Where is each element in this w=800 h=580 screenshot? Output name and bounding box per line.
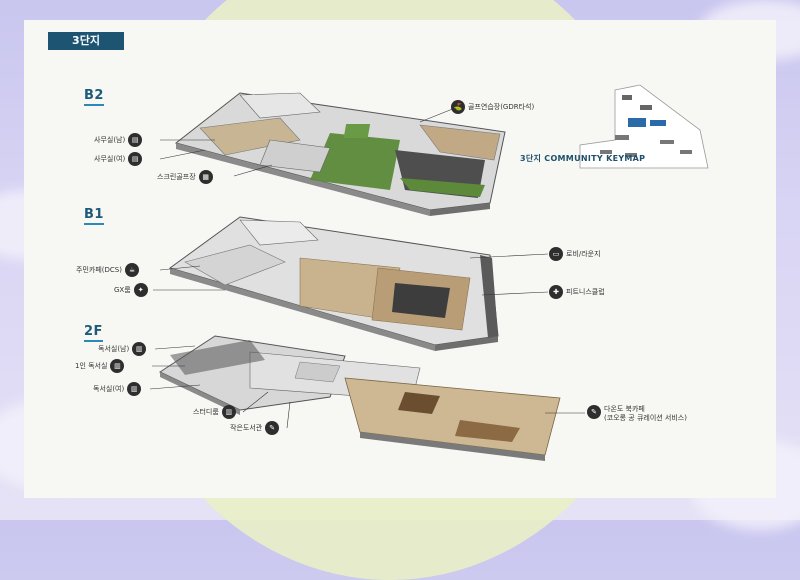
callout-study-room: 스터디룸 ▥: [193, 405, 239, 419]
office-icon: ▤: [128, 152, 143, 166]
callout-study-room-label: 스터디룸: [193, 408, 219, 416]
callout-office-m-label: 사무실(남): [94, 136, 126, 144]
callout-study-f: 독서실(여) ▥: [93, 382, 144, 396]
callout-cafe-label: 주민카페(DCS): [76, 266, 122, 274]
callout-study-m-label: 독서실(남): [98, 345, 130, 353]
cafe-icon: ☕: [124, 263, 139, 277]
callout-screen-golf-label: 스크린골프장: [157, 173, 196, 181]
floor-b2: [174, 92, 506, 216]
callout-office-m: 사무실(남) ▤: [94, 133, 145, 147]
callout-single-study: 1인 독서실 ▥: [75, 359, 127, 373]
callout-office-f: 사무실(여) ▤: [94, 152, 145, 166]
callout-book-cafe-label: 다온도 북카페: [604, 405, 645, 413]
book-icon: ✎: [587, 405, 601, 419]
callout-gx-label: GX룸: [114, 286, 131, 294]
office-icon: ▤: [128, 133, 143, 147]
floor-b1: [168, 216, 499, 351]
callout-book-cafe-text: 다온도 북카페 (코오롱 공 큐레이션 서비스): [604, 405, 687, 423]
complex-tag: 3단지: [48, 32, 124, 50]
gx-icon: ✦: [133, 283, 148, 297]
floor-2f: [158, 335, 561, 461]
callout-small-library: 작은도서관 ✎: [230, 421, 282, 435]
callout-single-study-label: 1인 독서실: [75, 362, 108, 370]
callout-office-f-label: 사무실(여): [94, 155, 126, 163]
callout-lounge-label: 로비/라운지: [566, 250, 601, 258]
callout-fitness-label: 피트니스클럽: [566, 288, 605, 296]
callout-lounge: ▭ 로비/라운지: [546, 247, 601, 261]
callout-small-library-label: 작은도서관: [230, 424, 263, 432]
fitness-icon: ✚: [549, 285, 563, 299]
callout-study-f-label: 독서실(여): [93, 385, 125, 393]
callout-fitness: ✚ 피트니스클럽: [546, 285, 605, 299]
study-icon: ▥: [132, 342, 147, 356]
callout-study-m: 독서실(남) ▥: [98, 342, 149, 356]
lounge-icon: ▭: [549, 247, 563, 261]
level-label-b2: B2: [84, 88, 104, 106]
callout-book-cafe-sublabel: (코오롱 공 큐레이션 서비스): [604, 414, 687, 422]
study-icon: ▥: [127, 382, 142, 396]
level-label-b1: B1: [84, 207, 104, 225]
study-icon: ▥: [221, 405, 236, 419]
floorplan-drawing: [149, 84, 709, 461]
level-label-2f: 2F: [84, 324, 103, 342]
callout-screen-golf: 스크린골프장 ▦: [157, 170, 216, 184]
callout-book-cafe: ✎ 다온도 북카페 (코오롱 공 큐레이션 서비스): [584, 405, 687, 423]
keymap-title: 3단지 COMMUNITY KEYMAP: [520, 154, 646, 163]
keymap-site-plan: [579, 84, 709, 169]
leader-lines: [149, 107, 585, 429]
golf-icon: ⛳: [451, 100, 465, 114]
callout-golf: ⛳ 골프연습장(GDR타석): [448, 100, 534, 114]
screen-icon: ▦: [198, 170, 213, 184]
callout-cafe: 주민카페(DCS) ☕: [76, 263, 142, 277]
callout-golf-label: 골프연습장(GDR타석): [468, 103, 535, 111]
book-icon: ✎: [265, 421, 280, 435]
callout-gx: GX룸 ✦: [114, 283, 151, 297]
study-icon: ▥: [110, 359, 125, 373]
